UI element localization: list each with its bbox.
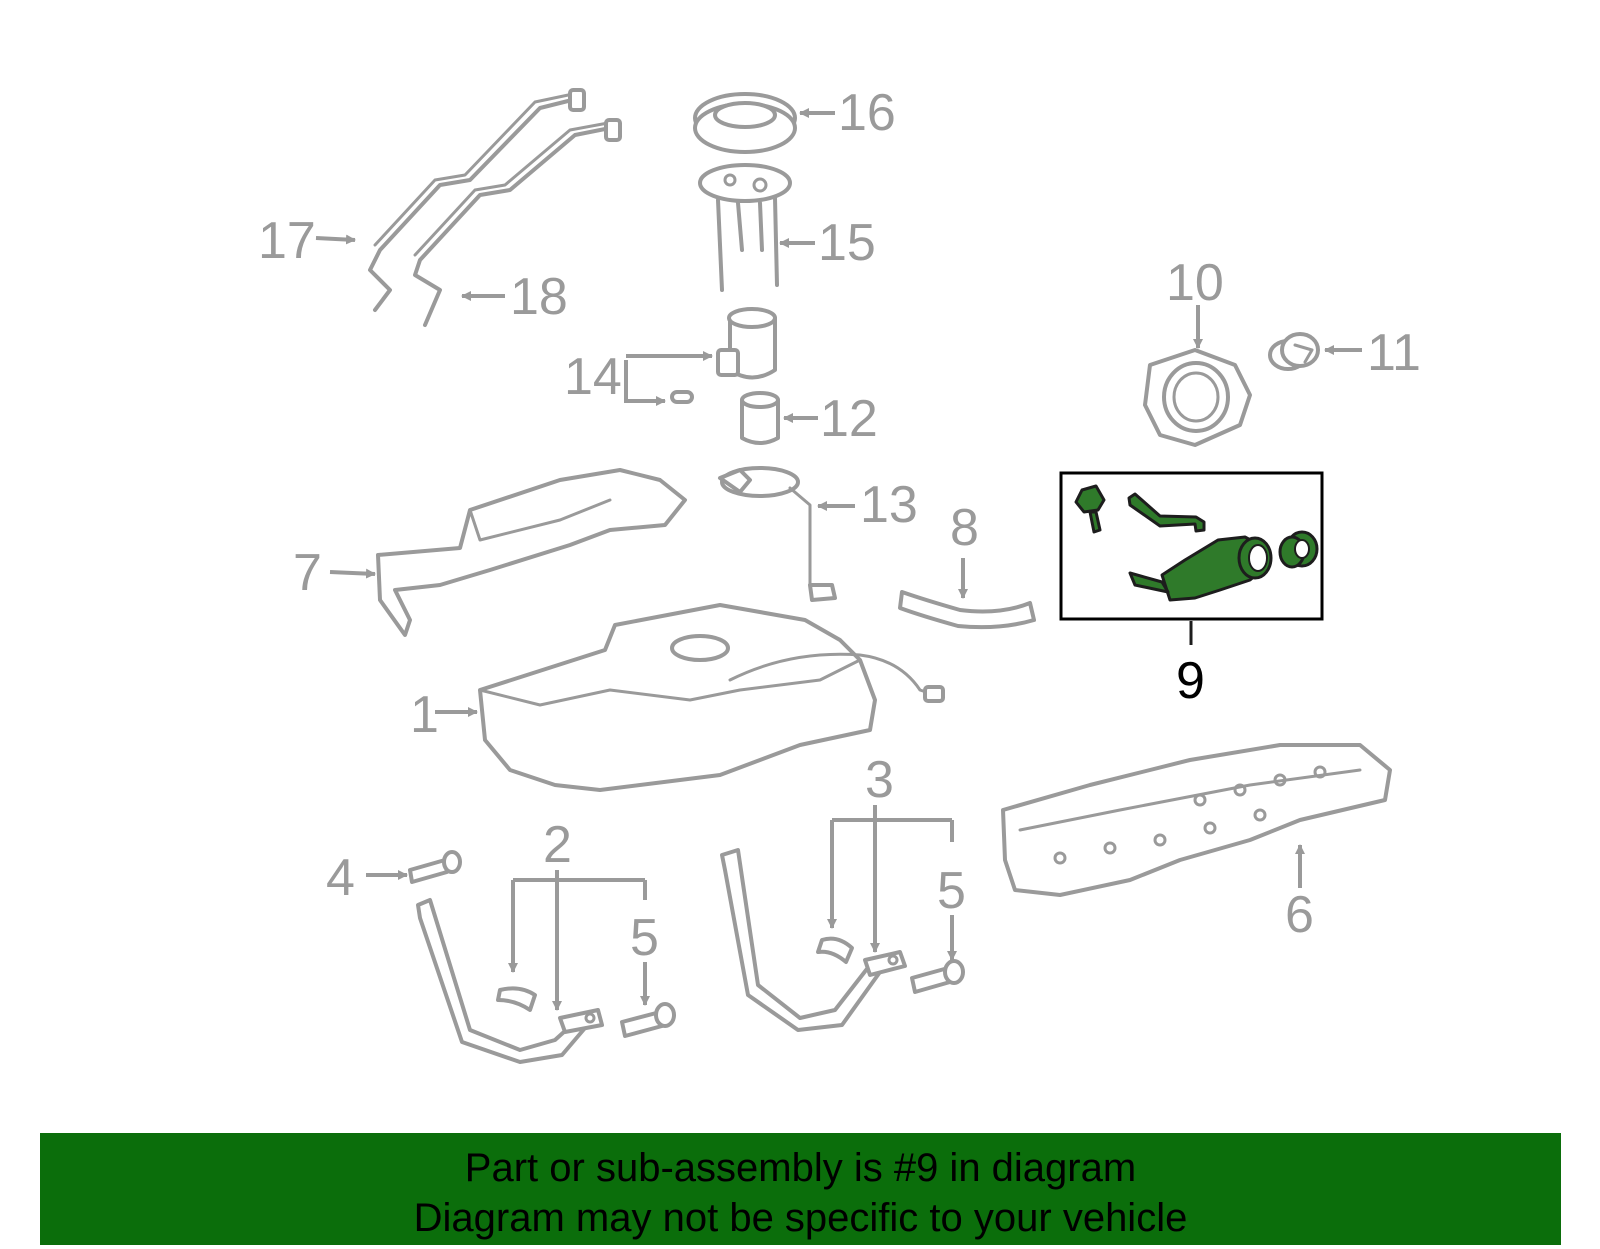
fuel-pump-14 (670, 307, 777, 404)
callout-4: 4 (326, 849, 355, 907)
bolt-4 (408, 850, 462, 884)
callout-9: 9 (1176, 652, 1205, 710)
callout-6: 6 (1285, 886, 1314, 944)
vent-hose-8 (898, 590, 1036, 630)
tank-strap-3 (720, 848, 907, 1032)
fuel-tank-1 (478, 603, 945, 792)
callout-2: 2 (543, 816, 572, 874)
pump-bracket-15 (698, 163, 792, 292)
callout-5-right: 5 (937, 862, 966, 920)
skid-plate-6 (1001, 743, 1392, 897)
callout-13: 13 (860, 476, 918, 534)
heat-shield-7 (376, 468, 687, 637)
callout-10: 10 (1166, 254, 1224, 312)
leader-17 (315, 234, 356, 245)
fuel-sender-13 (718, 466, 837, 602)
info-banner: Part or sub-assembly is #9 in diagram Di… (40, 1133, 1561, 1245)
filler-pipe-9-box (1059, 471, 1324, 621)
callout-12: 12 (820, 390, 878, 448)
leader-14-b (624, 360, 666, 406)
callout-7: 7 (293, 544, 322, 602)
leader-7 (329, 568, 376, 579)
bolt-5-left (620, 1002, 676, 1038)
bolt-5-right (910, 959, 965, 994)
filler-housing-10 (1143, 348, 1252, 447)
callout-14: 14 (564, 348, 622, 406)
callout-5-left: 5 (630, 909, 659, 967)
tank-strap-2 (416, 898, 604, 1064)
callout-16: 16 (838, 84, 896, 142)
callout-18: 18 (510, 268, 568, 326)
callout-1: 1 (410, 686, 439, 744)
lock-ring-16 (693, 92, 797, 154)
callout-8: 8 (950, 499, 979, 557)
callout-15: 15 (818, 214, 876, 272)
filter-12 (740, 391, 780, 445)
banner-line-1: Part or sub-assembly is #9 in diagram (464, 1146, 1137, 1190)
fuel-line-17-18 (368, 88, 622, 327)
callout-17: 17 (258, 212, 316, 270)
callout-3: 3 (865, 751, 894, 809)
banner-line-2: Diagram may not be specific to your vehi… (413, 1196, 1188, 1240)
grommet-11 (1268, 332, 1320, 371)
callout-11: 11 (1367, 324, 1421, 382)
